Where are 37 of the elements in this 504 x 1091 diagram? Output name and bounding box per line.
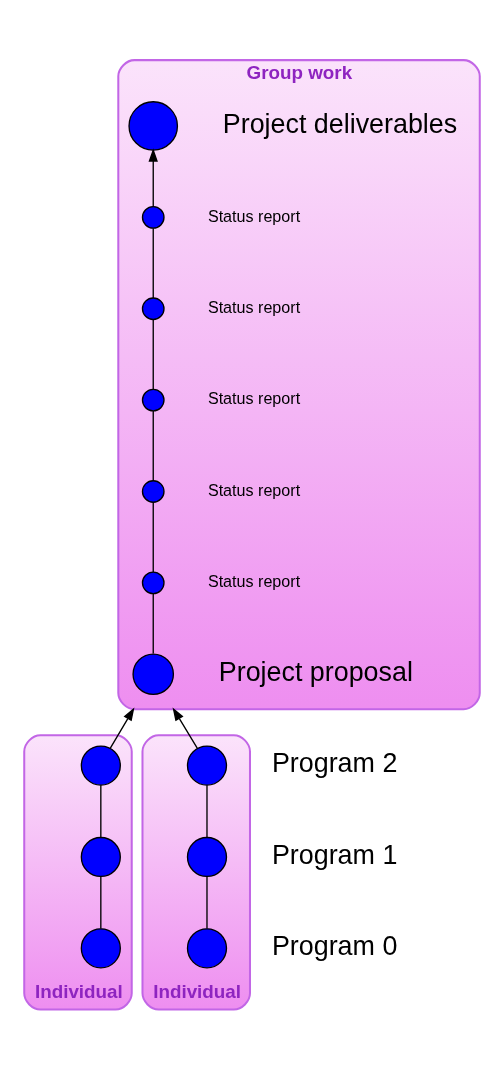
node-circle [186, 836, 228, 877]
node-circle [80, 836, 121, 877]
node-circle [80, 927, 121, 968]
connector [152, 409, 154, 481]
node-circle [80, 744, 121, 786]
connector [152, 501, 154, 573]
node-label: Project deliverables [222, 108, 458, 139]
node-circle [141, 570, 165, 594]
node-label: Status report [207, 571, 301, 590]
label: Program 0 [271, 930, 398, 961]
label: Program 2 [271, 747, 398, 778]
connector [206, 784, 208, 838]
connector [152, 227, 154, 299]
node-circle [128, 100, 179, 151]
node-label: Status report [207, 388, 301, 407]
node-circle [141, 296, 165, 320]
node-circle [132, 652, 175, 695]
node-label: Project proposal [218, 656, 413, 687]
arrow [172, 706, 199, 749]
node-circle [186, 744, 228, 786]
node-circle [141, 205, 165, 229]
cluster: Individual [23, 733, 133, 1010]
arrow [148, 147, 158, 207]
connector [152, 318, 154, 390]
node-circle [186, 927, 228, 968]
arrow [109, 706, 135, 749]
connector [206, 875, 208, 929]
node-label: Status report [207, 480, 301, 499]
connector [152, 592, 154, 654]
node-label: Status report [207, 297, 301, 316]
connector [100, 784, 102, 838]
connector [100, 875, 102, 929]
label: Program 1 [271, 839, 398, 870]
node-circle [141, 479, 165, 503]
node-circle [141, 388, 165, 411]
cluster: Individual [141, 733, 251, 1010]
node-label: Status report [207, 206, 301, 225]
